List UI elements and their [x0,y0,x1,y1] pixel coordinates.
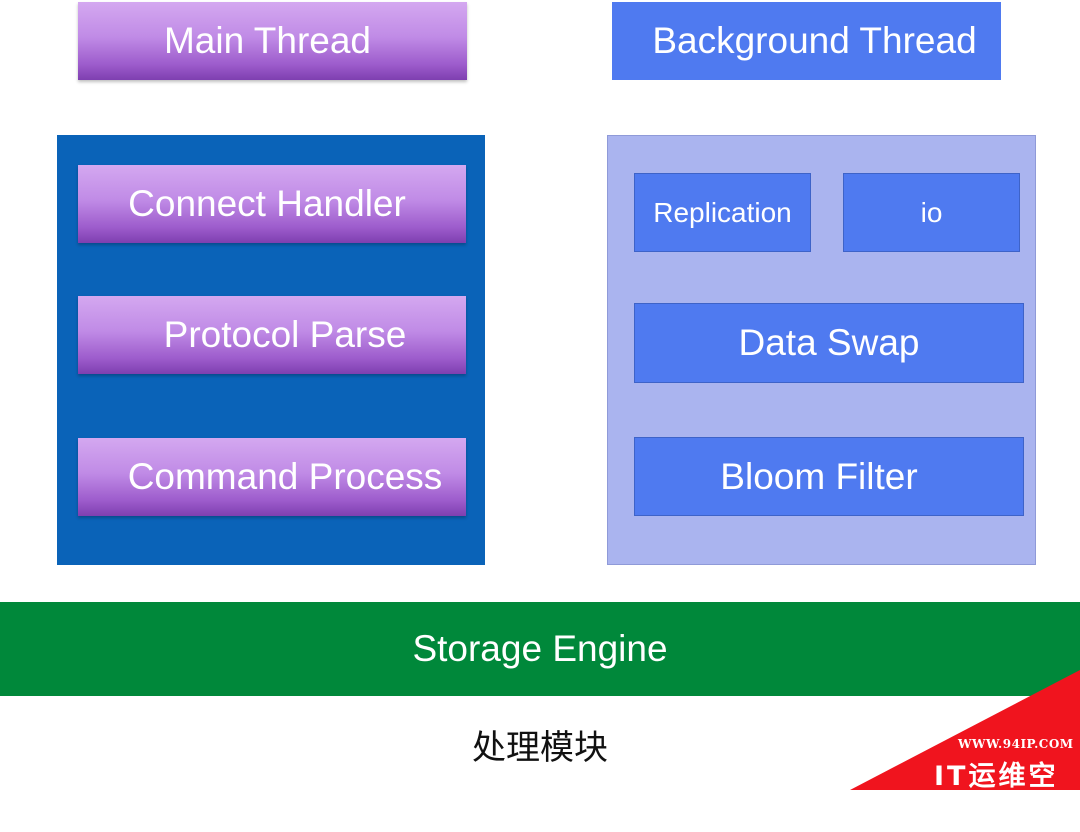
main-thread-header: Main Thread [78,2,467,80]
watermark-triangle [850,670,1080,790]
bloom-filter-module: Bloom Filter [634,437,1024,516]
storage-engine-bar: Storage Engine [0,602,1080,696]
protocol-parse-module: Protocol Parse [78,296,466,374]
diagram-caption: 处理模块 [472,728,608,768]
command-process-module: Command Process [78,438,466,516]
watermark-url: WWW.94IP.COM [958,737,1074,751]
watermark-brand: IT运维空间 [934,761,1059,831]
io-module: io [843,173,1020,252]
background-thread-header: Background Thread [612,2,1001,80]
connect-handler-module: Connect Handler [78,165,466,243]
replication-module: Replication [634,173,811,252]
data-swap-module: Data Swap [634,303,1024,383]
